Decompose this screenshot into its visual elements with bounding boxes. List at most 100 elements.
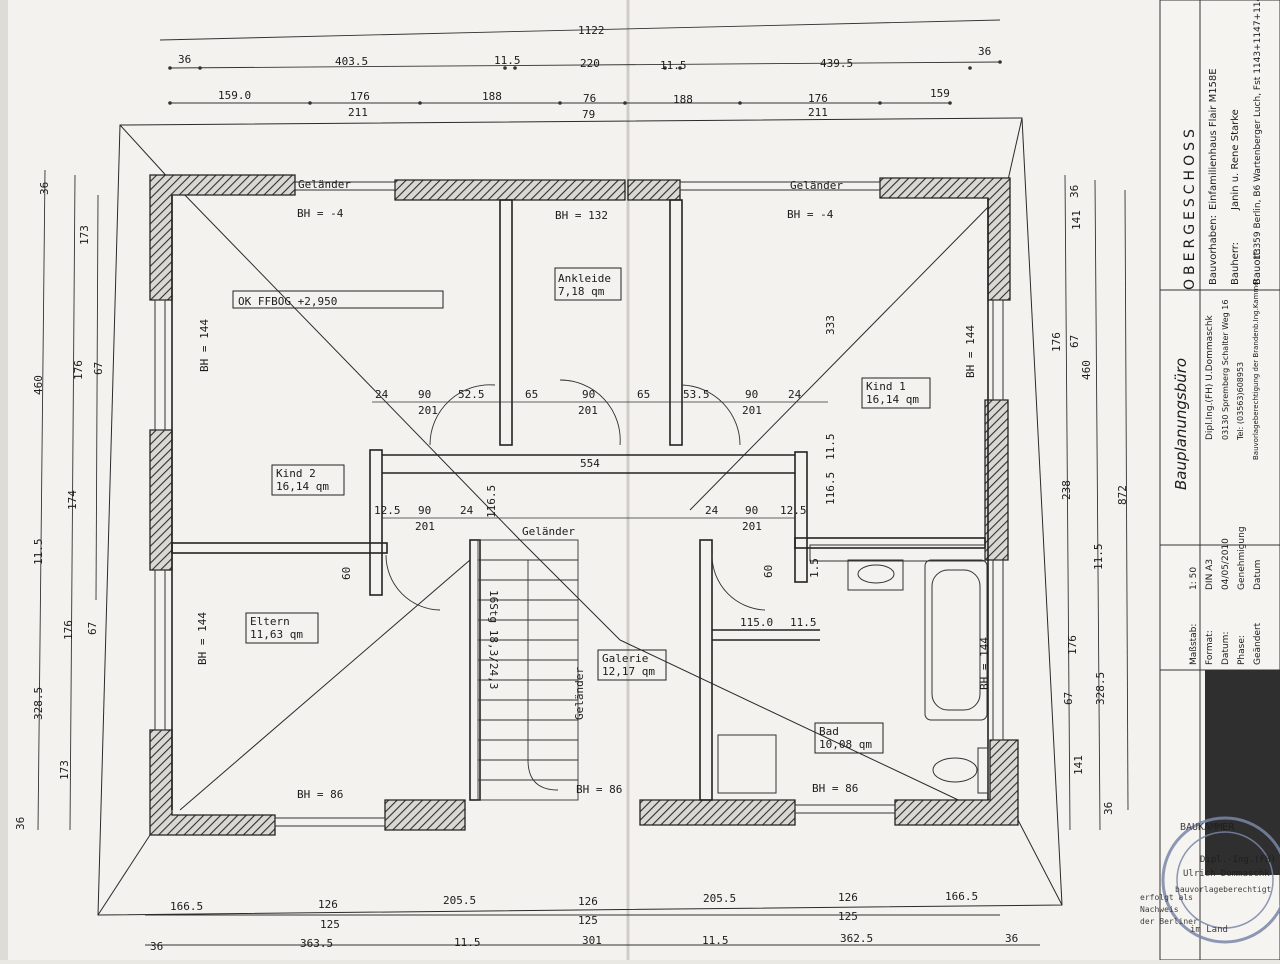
svg-text:03130 Spremberg Schalter Weg: 03130 Spremberg Schalter Weg 16 (1221, 300, 1230, 440)
roof-outline (97, 117, 1063, 916)
svg-text:125: 125 (578, 914, 598, 927)
svg-text:11.5: 11.5 (1092, 544, 1105, 571)
svg-text:126: 126 (838, 891, 858, 904)
svg-text:Janin u. Rene Starke: Janin u. Rene Starke (1230, 109, 1241, 211)
svg-text:36: 36 (38, 182, 51, 195)
dims-left: 36 173 176 67 460 174 11.5 176 67 328.5 … (14, 182, 105, 830)
svg-text:10,08 qm: 10,08 qm (819, 738, 872, 751)
bh-label-7: BH = 144 (978, 637, 991, 690)
svg-text:Eltern: Eltern (250, 615, 290, 628)
svg-text:11,63 qm: 11,63 qm (250, 628, 303, 641)
svg-text:141: 141 (1070, 210, 1083, 230)
walls (149, 174, 1019, 836)
svg-text:115.0: 115.0 (740, 616, 773, 629)
svg-text:1: 50: 1: 50 (1189, 567, 1199, 590)
titleblock-rows: Maßstab: 1: 50 Format: DIN A3 Datum: 04/… (1189, 526, 1263, 665)
bh-label-1: BH = -4 (297, 207, 344, 220)
svg-text:11.5: 11.5 (32, 539, 45, 566)
svg-text:90: 90 (418, 504, 431, 517)
svg-text:Dipl.-Ing.(FH): Dipl.-Ing.(FH) (1200, 855, 1276, 865)
dims-top-row2: 36 403.5 11.5 220 11.5 439.5 36 (178, 45, 991, 72)
title-block: OBERGESCHOSS Bauvorhaben: Einfamilienhau… (1159, 0, 1280, 961)
svg-text:Datum: Datum (1253, 560, 1263, 590)
svg-text:11.5: 11.5 (824, 434, 837, 461)
bh-label-9: BH = 86 (576, 783, 622, 796)
svg-text:90: 90 (745, 388, 758, 401)
svg-text:176: 176 (1050, 332, 1063, 352)
svg-text:36: 36 (1102, 802, 1115, 815)
svg-text:205.5: 205.5 (703, 892, 736, 905)
svg-text:176: 176 (350, 90, 370, 103)
railing-label-left: Geländer (298, 178, 351, 191)
svg-text:60: 60 (340, 567, 353, 580)
svg-text:Nachweis: Nachweis (1140, 905, 1179, 914)
svg-text:13359 Berlin, B6 Wartenberger: 13359 Berlin, B6 Wartenberger Luch, Fst … (1253, 0, 1263, 260)
svg-text:erfolgt als: erfolgt als (1140, 893, 1193, 902)
railing-label-right: Geländer (790, 179, 843, 192)
svg-text:211: 211 (348, 106, 368, 119)
dims-right: 36 141 176 67 460 238 11.5 872 176 67 32… (1050, 185, 1129, 815)
dims-top-row3: 159.0 176 188 76 188 176 159 211 79 211 (218, 87, 950, 121)
bh-label-6: BH = 144 (196, 612, 209, 665)
svg-text:11.5: 11.5 (494, 54, 521, 67)
svg-text:363.5: 363.5 (300, 937, 333, 950)
svg-text:126: 126 (578, 895, 598, 908)
svg-text:126: 126 (318, 898, 338, 911)
svg-text:BAUKAMMER: BAUKAMMER (1180, 822, 1235, 833)
svg-text:403.5: 403.5 (335, 55, 368, 68)
svg-text:24: 24 (460, 504, 474, 517)
svg-text:Ulrich Dommaschk: Ulrich Dommaschk (1183, 869, 1270, 879)
svg-text:141: 141 (1072, 755, 1085, 775)
svg-text:12,17 qm: 12,17 qm (602, 665, 655, 678)
svg-text:52.5: 52.5 (458, 388, 485, 401)
svg-text:Format:: Format: (1205, 630, 1215, 665)
railings (154, 181, 1004, 827)
room-kind-1: Kind 1 16,14 qm (861, 377, 931, 409)
svg-text:Tel: (03563)608953: Tel: (03563)608953 (1236, 362, 1245, 441)
bh-label-8: BH = 86 (297, 788, 343, 801)
svg-text:238: 238 (1060, 480, 1073, 500)
level-box (232, 290, 444, 309)
svg-text:328.5: 328.5 (1094, 672, 1107, 705)
svg-text:im Land: im Land (1190, 925, 1228, 935)
svg-text:201: 201 (415, 520, 435, 533)
svg-text:67: 67 (92, 362, 105, 375)
titleblock-dark-box (1205, 670, 1280, 875)
svg-text:65: 65 (637, 388, 650, 401)
svg-text:24: 24 (705, 504, 719, 517)
svg-text:176: 176 (808, 92, 828, 105)
svg-text:328.5: 328.5 (32, 687, 45, 720)
svg-text:79: 79 (582, 108, 595, 121)
svg-text:125: 125 (838, 910, 858, 923)
svg-text:36: 36 (14, 817, 27, 830)
svg-text:60: 60 (762, 565, 775, 578)
svg-text:Kind 1: Kind 1 (866, 380, 906, 393)
svg-text:301: 301 (582, 934, 602, 947)
svg-text:Geändert: Geändert (1253, 622, 1263, 665)
svg-text:04/05/2010: 04/05/2010 (1221, 538, 1231, 590)
svg-text:220: 220 (580, 57, 600, 70)
svg-text:Kind 2: Kind 2 (276, 467, 316, 480)
svg-text:36: 36 (978, 45, 991, 58)
staircase (477, 539, 579, 801)
svg-text:174: 174 (66, 490, 79, 510)
svg-text:Ankleide: Ankleide (558, 272, 611, 285)
office-name: Bauplanungsbüro (1172, 358, 1190, 490)
bh-label-10: BH = 86 (812, 782, 858, 795)
floor-title: OBERGESCHOSS (1182, 125, 1198, 290)
svg-text:16,14 qm: 16,14 qm (276, 480, 329, 493)
stair-label: 16Stg 18,3/24,3 (487, 590, 500, 689)
svg-text:201: 201 (578, 404, 598, 417)
svg-text:11.5: 11.5 (790, 616, 817, 629)
railing-label-gallery: Geländer (573, 667, 586, 720)
bh-label-2: BH = 132 (555, 209, 608, 222)
svg-text:201: 201 (742, 404, 762, 417)
svg-text:Bauvorhaben:: Bauvorhaben: (1208, 215, 1219, 285)
svg-text:159.0: 159.0 (218, 89, 251, 102)
room-galerie: Galerie 12,17 qm (597, 649, 667, 681)
svg-text:1.5: 1.5 (808, 558, 821, 578)
svg-text:554: 554 (580, 457, 600, 470)
svg-text:872: 872 (1116, 485, 1129, 505)
bath-fixtures (717, 544, 989, 794)
